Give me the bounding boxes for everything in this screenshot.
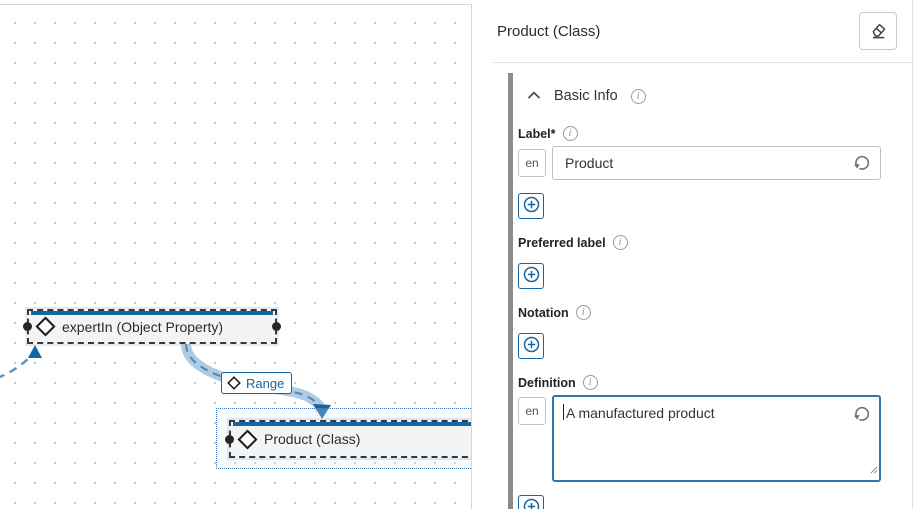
plus-circle-icon (523, 196, 540, 216)
panel-title: Product (Class) (497, 22, 601, 40)
info-icon[interactable]: i (582, 375, 598, 390)
node-label: expertIn (Object Property) (62, 318, 224, 335)
eraser-button[interactable] (859, 12, 897, 50)
connection-handle-left[interactable] (23, 322, 32, 331)
field-label: Preferred label (518, 235, 606, 250)
field-label-row: Definition i (518, 375, 912, 390)
undo-icon[interactable] (852, 404, 872, 424)
edge-label-text: Range (246, 375, 285, 391)
section-title: Basic Info (554, 88, 618, 104)
properties-panel: Product (Class) Basic Info i (493, 0, 912, 509)
eraser-icon (868, 19, 889, 43)
label-input-wrap (552, 146, 881, 180)
text-caret (563, 404, 564, 420)
basic-info-section: Basic Info i Label* i en (508, 73, 912, 509)
language-tag[interactable]: en (518, 397, 546, 425)
definition-textarea[interactable]: A manufactured product (552, 395, 881, 482)
incoming-dashed-edge[interactable] (0, 355, 32, 379)
add-notation-button[interactable] (518, 333, 544, 359)
label-input[interactable] (552, 146, 881, 180)
selection-rectangle: Product (Class) (216, 408, 471, 469)
field-label: Definition (518, 375, 576, 390)
node-label: Product (Class) (264, 431, 361, 447)
add-preferred-label-button[interactable] (518, 263, 544, 289)
connection-handle-left[interactable] (225, 434, 234, 444)
section-collapse-row: Basic Info i (518, 85, 912, 107)
field-label-row: Label* i (518, 126, 912, 141)
definition-textarea-wrap: A manufactured product (552, 395, 881, 482)
info-icon[interactable]: i (562, 126, 578, 141)
range-edge-arrowhead (313, 404, 331, 419)
label-value-row: en (518, 146, 912, 180)
chevron-up-icon[interactable] (527, 87, 541, 105)
info-icon[interactable]: i (630, 88, 646, 104)
field-label-row: Preferred label i (518, 235, 912, 250)
definition-value-row: en A manufactured product (518, 395, 912, 482)
add-definition-button[interactable] (518, 495, 544, 509)
header-divider (493, 62, 912, 63)
info-icon[interactable]: i (612, 235, 628, 250)
incoming-edge-arrowhead (28, 345, 42, 358)
resize-grip-icon[interactable] (868, 461, 878, 479)
edge-label-range[interactable]: Range (221, 372, 293, 394)
plus-circle-icon (523, 498, 540, 509)
diamond-icon (237, 428, 258, 450)
info-icon[interactable]: i (575, 305, 591, 320)
diamond-icon (35, 316, 56, 337)
field-label-row: Notation i (518, 305, 912, 320)
diamond-icon (227, 376, 241, 390)
connection-handle-right[interactable] (272, 322, 281, 331)
add-label-button[interactable] (518, 193, 544, 219)
node-expertin-object-property[interactable]: expertIn (Object Property) (23, 309, 281, 344)
undo-icon[interactable] (852, 153, 872, 173)
node-product-class[interactable]: Product (Class) (225, 420, 471, 458)
window-edge-line (912, 0, 913, 509)
language-tag[interactable]: en (518, 149, 546, 177)
plus-circle-icon (523, 336, 540, 356)
panel-header: Product (Class) (493, 0, 912, 62)
field-label: Label* (518, 126, 556, 141)
plus-circle-icon (523, 266, 540, 286)
diagram-canvas[interactable]: expertIn (Object Property) Product (Clas… (0, 4, 472, 509)
field-label: Notation (518, 305, 569, 320)
